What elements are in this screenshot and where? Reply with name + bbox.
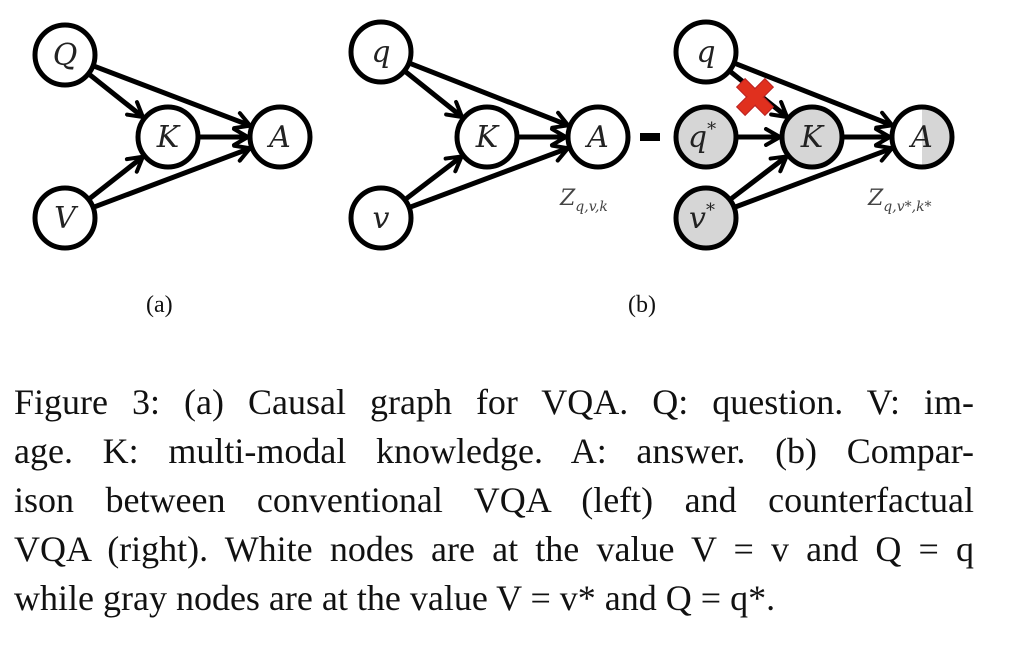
output-label-left: Zq,v,k xyxy=(559,186,608,215)
caption-line: ison between conventional VQA (left) and… xyxy=(14,480,974,520)
panel-a-edge-V-to-K xyxy=(88,154,145,201)
panel-b-left-node-A: A xyxy=(565,104,631,170)
panel-b-left-edge-v-to-A xyxy=(410,143,571,210)
panel-a-node-K: K xyxy=(135,104,201,170)
minus-operator xyxy=(640,133,660,141)
panel-a-edge-V-to-A xyxy=(94,143,253,210)
caption-line: VQA (right). White nodes are at the valu… xyxy=(14,529,974,569)
panel-b-right-edge-vs-to-A xyxy=(735,143,895,210)
caption-line: Figure 3: (a) Causal graph for VQA. Q: q… xyxy=(14,382,974,422)
node-label: v* xyxy=(689,200,715,236)
panel-b-right-node-A: A xyxy=(889,104,955,170)
panel-b-right-edge-vs-to-K xyxy=(729,154,789,201)
panel-b-right-node-qs: q* xyxy=(673,104,739,170)
panel-b-left-node-v: v xyxy=(348,185,414,251)
node-label: K xyxy=(156,120,181,155)
node-label: v xyxy=(373,201,390,236)
panel-a-node-V: V xyxy=(32,185,98,251)
panel-a-edge-Q-to-A xyxy=(94,64,253,131)
node-label: q xyxy=(371,35,390,70)
node-label: A xyxy=(266,120,291,155)
panel-a-node-Q: Q xyxy=(32,22,98,88)
causal-graph-figure: Q V K Aq v K Aq q* v* K A Zq,v,k Zq,v*,k* (a) (b) xyxy=(32,19,955,318)
output-label-right: Zq,v*,k* xyxy=(867,186,932,215)
panel-b-right-edge-q-to-A xyxy=(734,61,895,130)
sublabel-a: (a) xyxy=(146,292,173,318)
node-label: A xyxy=(908,120,933,155)
node-label: q xyxy=(696,35,715,70)
panel-b-left-edge-v-to-K xyxy=(404,154,464,201)
panel-a-edge-Q-to-K xyxy=(88,72,145,120)
panel-b-right-node-vs: v* xyxy=(673,185,739,251)
panel-b-left-node-K: K xyxy=(454,104,520,170)
panel-b-left-node-q: q xyxy=(348,19,414,85)
panel-b-right-node-q: q xyxy=(673,19,739,85)
node-label: q* xyxy=(688,119,716,155)
sublabel-b: (b) xyxy=(628,292,656,318)
node-label: V xyxy=(54,201,79,236)
caption-line: while gray nodes are at the value V = v*… xyxy=(14,578,776,618)
panel-b-left-edge-q-to-K xyxy=(404,70,465,119)
node-label: Q xyxy=(53,38,78,73)
node-label: A xyxy=(584,120,609,155)
caption-line: age. K: multi-modal knowledge. A: answer… xyxy=(14,431,974,471)
blocked-edge-cross-icon xyxy=(735,77,775,117)
panel-b-left-edge-q-to-A xyxy=(409,61,571,130)
panel-a-node-A: A xyxy=(247,104,313,170)
node-label: K xyxy=(475,120,500,155)
figure-caption: Figure 3: (a) Causal graph for VQA. Q: q… xyxy=(14,378,974,623)
panel-b-right-node-K: K xyxy=(779,104,845,170)
node-label: K xyxy=(800,120,825,155)
